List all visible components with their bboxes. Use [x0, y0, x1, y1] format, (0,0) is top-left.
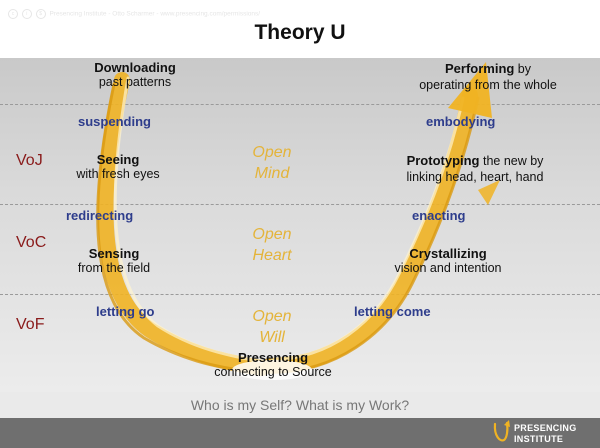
- page-title: Theory U: [0, 0, 600, 58]
- logo-u-icon: [493, 420, 510, 442]
- presencing-label: Presencing connecting to Source: [214, 350, 332, 379]
- verb-letting-go: letting go: [96, 304, 155, 319]
- downloading-label: Downloading past patterns: [94, 60, 176, 89]
- performing-label: Performing by operating from the whole: [419, 61, 557, 92]
- sensing-label: Sensing from the field: [77, 246, 151, 275]
- presencing-institute-logo: PRESENCING INSTITUTE: [492, 420, 598, 446]
- verb-suspending: suspending: [78, 114, 151, 129]
- crystallizing-label: Crystallizing vision and intention: [394, 246, 502, 275]
- verb-redirecting: redirecting: [66, 208, 134, 223]
- arrow-head-icon: [448, 62, 492, 118]
- self-work-question: Who is my Self? What is my Work?: [0, 392, 600, 418]
- divider-line: [0, 294, 600, 295]
- seeing-label: Seeing with fresh eyes: [76, 152, 160, 181]
- verb-enacting: enacting: [412, 208, 466, 223]
- level-vof: VoF: [16, 316, 45, 333]
- footer-bar: [0, 418, 600, 448]
- verb-embodying: embodying: [426, 114, 496, 129]
- verb-letting-come: letting come: [354, 304, 431, 319]
- by-icon: i: [21, 9, 32, 19]
- nc-icon: $: [35, 9, 46, 19]
- level-voc: VoC: [16, 234, 47, 251]
- u-arc-left-stroke: [97, 72, 270, 376]
- u-arc-right-stroke: [262, 87, 478, 374]
- level-voj: VoJ: [16, 152, 43, 169]
- cc-icon: c: [8, 9, 18, 19]
- divider-line: [0, 204, 600, 205]
- footer-credit: c i $ Presencing Institute - Otto Scharm…: [8, 9, 260, 19]
- divider-line: [0, 104, 600, 105]
- prototyping-label: Prototyping the new by linking head, hea…: [406, 153, 544, 184]
- chevron-up-icon: [478, 180, 500, 205]
